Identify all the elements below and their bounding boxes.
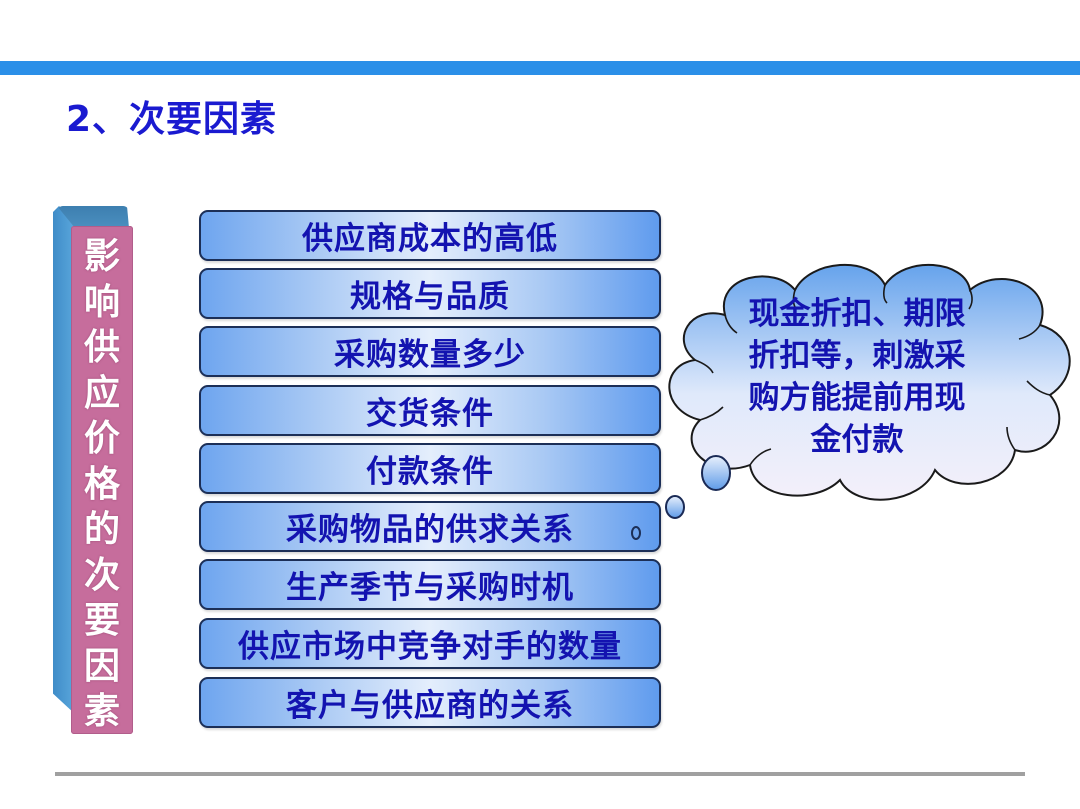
factor-item: 客户与供应商的关系 xyxy=(199,677,661,728)
side-label-char: 响 xyxy=(83,281,120,323)
side-label-pillar: 影 响 供 应 价 格 的 次 要 因 素 xyxy=(53,206,133,734)
side-label: 影 响 供 应 价 格 的 次 要 因 素 xyxy=(71,226,133,734)
side-label-char: 供 xyxy=(83,327,120,368)
factor-item: 供应商成本的高低 xyxy=(199,210,661,261)
callout-line: 现金折扣、期限 xyxy=(748,296,966,332)
callout-line: 金付款 xyxy=(810,422,904,458)
side-label-char: 影 xyxy=(83,236,120,277)
callout-line: 折扣等，刺激采 xyxy=(748,338,966,374)
thought-bubble-ring-icon xyxy=(631,526,641,540)
factor-item: 生产季节与采购时机 xyxy=(199,559,661,610)
side-label-char: 素 xyxy=(83,691,120,732)
footer-divider xyxy=(55,772,1025,776)
header-accent-bar xyxy=(0,61,1080,75)
pillar-side-face xyxy=(53,206,75,714)
side-label-char: 应 xyxy=(83,372,120,414)
callout-text: 现金折扣、期限 折扣等，刺激采 购方能提前用现 金付款 xyxy=(717,293,997,461)
side-label-char: 因 xyxy=(83,645,120,687)
factor-item: 交货条件 xyxy=(199,385,661,436)
factor-item: 采购数量多少 xyxy=(199,326,661,377)
thought-cloud-callout: 现金折扣、期限 折扣等，刺激采 购方能提前用现 金付款 xyxy=(655,245,1080,535)
pillar-top-face xyxy=(57,206,129,228)
factor-item: 供应市场中竞争对手的数量 xyxy=(199,618,661,669)
factor-item: 规格与品质 xyxy=(199,268,661,319)
page-title: 2、次要因素 xyxy=(66,99,278,140)
side-label-char: 要 xyxy=(83,600,120,641)
side-label-char: 价 xyxy=(83,418,120,459)
factor-item: 采购物品的供求关系 xyxy=(199,501,661,552)
callout-line: 购方能提前用现 xyxy=(748,380,966,416)
cloud-shape-icon xyxy=(665,264,1071,519)
side-label-char: 格 xyxy=(83,463,120,505)
side-label-char: 次 xyxy=(83,554,120,596)
side-label-char: 的 xyxy=(83,509,120,550)
factor-item: 付款条件 xyxy=(199,443,661,494)
